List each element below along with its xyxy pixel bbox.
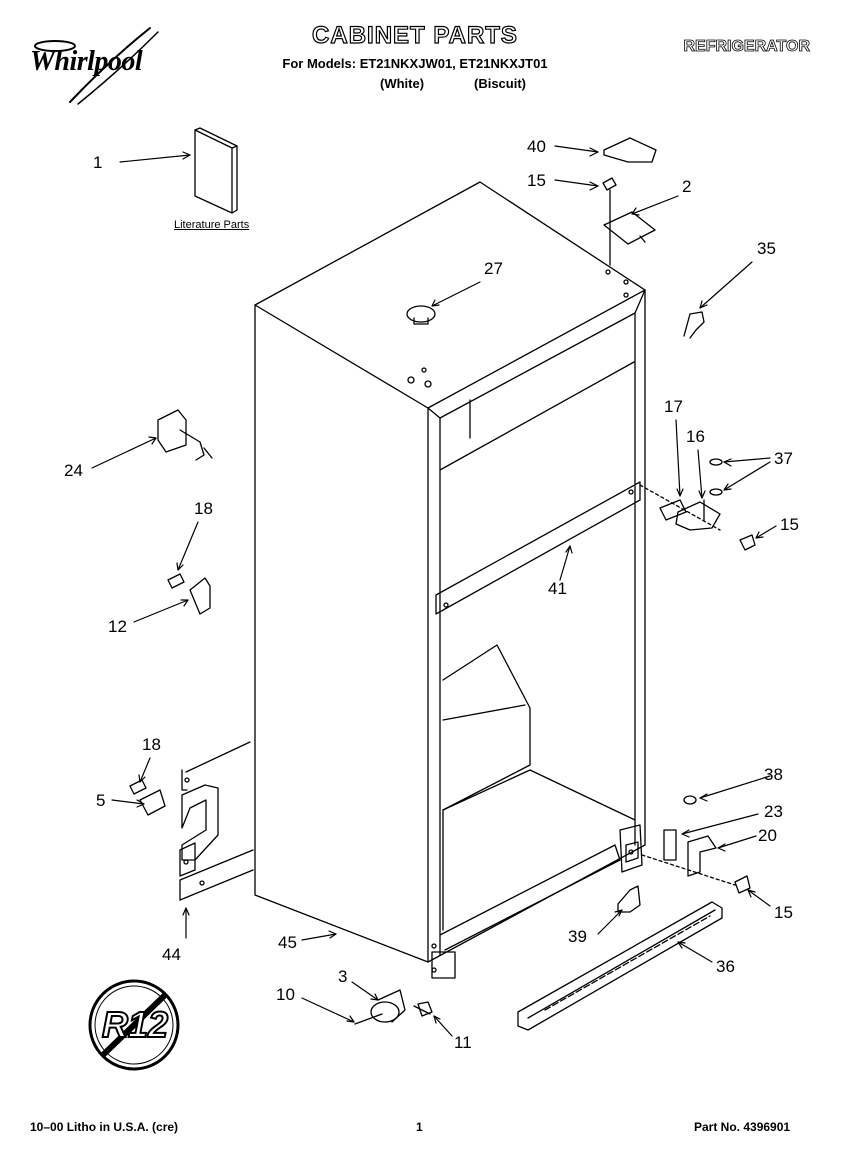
no-r12-refrigerant-icon [88, 979, 180, 1071]
top-hinge-2 [603, 211, 656, 266]
hinge-12 [167, 573, 211, 615]
callout-leaders [91, 145, 777, 1037]
footer-part-number: Part No. 4396901 [694, 1120, 791, 1134]
literature-parts-label: Literature Parts [174, 219, 250, 231]
literature-booklet-1 [194, 127, 238, 214]
callout-18-lower: 18 [142, 735, 161, 754]
callout-23: 23 [764, 802, 783, 821]
grille-clip-39 [617, 885, 641, 913]
callout-37: 37 [774, 449, 793, 468]
callout-16: 16 [686, 427, 705, 446]
callout-27: 27 [484, 259, 503, 278]
footer-litho: 10–00 Litho in U.S.A. (cre) [30, 1120, 179, 1134]
color-white-label: (White) [380, 76, 425, 91]
callout-40: 40 [527, 137, 546, 156]
side-bracket-44 [179, 741, 254, 901]
product-type: REFRIGERATOR [683, 38, 810, 56]
screw-15-top [602, 177, 617, 231]
page-title: CABINET PARTS [311, 21, 518, 49]
callout-44: 44 [162, 945, 181, 964]
callout-10: 10 [276, 985, 295, 1004]
hinge-5 [129, 779, 219, 861]
toe-grille-36 [517, 901, 723, 1031]
callout-24: 24 [64, 461, 83, 480]
plug-27 [406, 305, 436, 325]
callout-15-right: 15 [780, 515, 799, 534]
callout-5: 5 [96, 791, 106, 810]
crossbar-41 [435, 481, 641, 615]
hinge-cover-40 [603, 137, 657, 163]
callout-1: 1 [93, 153, 103, 172]
hinge-cap-35 [683, 311, 705, 339]
footer-page-number: 1 [416, 1120, 423, 1134]
roller-3 [354, 989, 433, 1025]
callout-38: 38 [764, 765, 783, 784]
callout-20: 20 [758, 826, 777, 845]
callout-18-upper: 18 [194, 499, 213, 518]
callout-2: 2 [682, 177, 692, 196]
model-numbers: For Models: ET21NKXJW01, ET21NKXJT01 [282, 56, 548, 71]
callout-45: 45 [278, 933, 297, 952]
hinge-17-16 [639, 458, 756, 551]
callout-17: 17 [664, 397, 683, 416]
callout-3: 3 [338, 967, 348, 986]
callout-15-bottom: 15 [774, 903, 793, 922]
whirlpool-swoosh-icon [34, 27, 159, 105]
cabinet-body [254, 181, 646, 979]
color-biscuit-label: (Biscuit) [474, 76, 526, 91]
callout-35: 35 [757, 239, 776, 258]
callout-39: 39 [568, 927, 587, 946]
callout-11: 11 [454, 1033, 472, 1052]
bottom-hinge-parts [641, 795, 751, 894]
handle-mount-24 [157, 409, 213, 461]
callout-15-top: 15 [527, 171, 546, 190]
callout-36: 36 [716, 957, 735, 976]
r12-badge-text: R12 [101, 1003, 169, 1046]
callout-41: 41 [548, 579, 567, 598]
callout-12: 12 [108, 617, 127, 636]
